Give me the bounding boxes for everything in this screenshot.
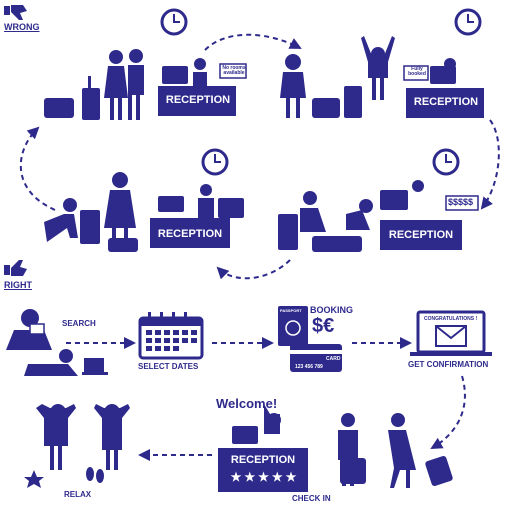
passport-icon bbox=[278, 306, 308, 346]
reception-desk bbox=[218, 448, 308, 492]
price-sign-text: $$$$$ bbox=[448, 197, 474, 207]
clock-icon bbox=[432, 148, 460, 176]
no-rooms-sign-text: No rooms available bbox=[222, 65, 246, 76]
reception-label: RECEPTION bbox=[230, 454, 296, 466]
reception-desk bbox=[380, 220, 462, 250]
star-rating: ★★★★★ bbox=[230, 470, 300, 484]
wrong-header: WRONG bbox=[4, 22, 40, 32]
price-sign bbox=[445, 195, 479, 211]
fully-booked-sign-text: Fully booked bbox=[408, 66, 426, 77]
welcome-text: Welcome! bbox=[216, 396, 278, 411]
right-header: RIGHT bbox=[4, 280, 32, 290]
card-number: 123 456 789 bbox=[295, 364, 323, 370]
thumbs-down-icon bbox=[4, 5, 27, 20]
clock-icon bbox=[160, 8, 188, 36]
reception-desk bbox=[158, 86, 236, 116]
credit-card-icon bbox=[290, 344, 342, 372]
wrong-scene-crying bbox=[44, 172, 244, 252]
relax-scene bbox=[36, 404, 130, 483]
wrong-scene-sad bbox=[278, 180, 424, 252]
clock-icon bbox=[201, 148, 229, 176]
wrong-cycle-arrows bbox=[19, 33, 500, 280]
wrong-scene-arrival bbox=[44, 49, 207, 120]
clock-icon bbox=[454, 8, 482, 36]
laptop-icon bbox=[29, 323, 108, 375]
check-in-label: CHECK IN bbox=[292, 494, 331, 503]
checkin-scene bbox=[232, 404, 453, 488]
thumbs-up-icon bbox=[4, 260, 27, 276]
currency-symbols: $€ bbox=[312, 315, 335, 337]
star-icon bbox=[24, 470, 44, 488]
search-scene bbox=[6, 309, 78, 376]
relax-label: RELAX bbox=[64, 490, 92, 499]
search-label: SEARCH bbox=[62, 319, 96, 328]
passport-label: PASSPORT bbox=[280, 308, 302, 313]
congratulations-text: CONGRATULATIONS ! bbox=[424, 316, 478, 322]
calendar-icon bbox=[138, 312, 204, 360]
reception-label: RECEPTION bbox=[413, 96, 479, 108]
card-label: CARD bbox=[326, 356, 341, 362]
no-rooms-sign bbox=[219, 63, 247, 79]
wrong-scene-angry bbox=[280, 36, 456, 118]
reception-label: RECEPTION bbox=[165, 94, 231, 106]
envelope-icon bbox=[435, 325, 467, 347]
get-confirmation-label: GET CONFIRMATION bbox=[408, 360, 489, 369]
reception-label: RECEPTION bbox=[157, 228, 223, 240]
booking-label: BOOKING bbox=[310, 305, 354, 315]
fully-booked-sign bbox=[403, 65, 429, 81]
reception-desk bbox=[150, 218, 230, 248]
reception-label: RECEPTION bbox=[388, 229, 454, 241]
right-flow-arrows bbox=[66, 337, 466, 461]
reception-desk bbox=[406, 88, 484, 118]
select-dates-label: SELECT DATES bbox=[138, 362, 199, 371]
